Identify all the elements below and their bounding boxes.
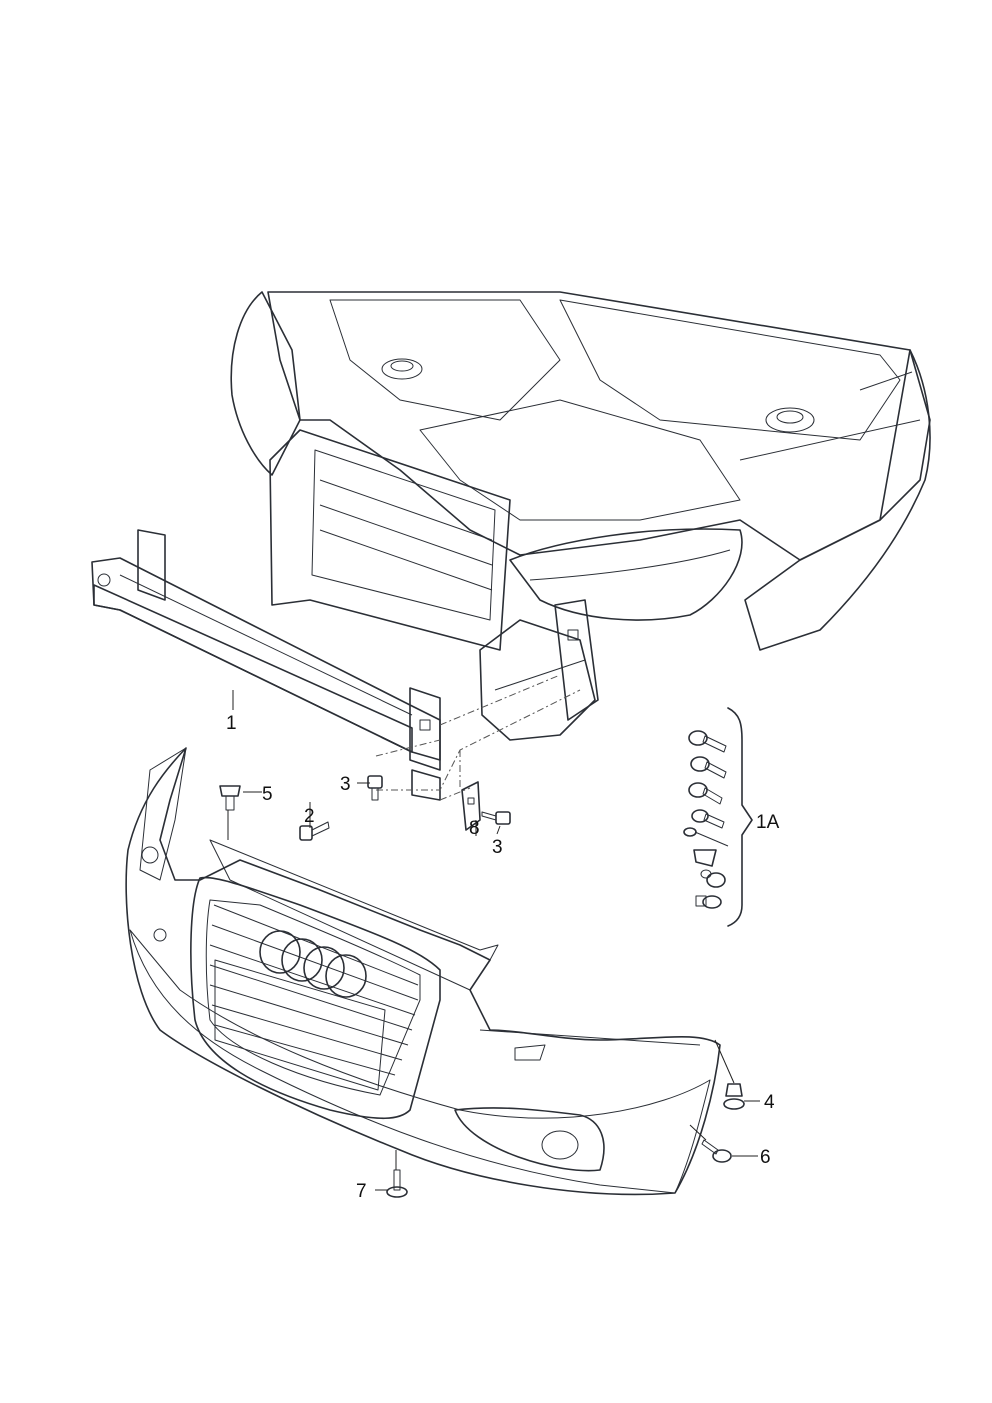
headlight: [509, 528, 743, 621]
clip-icon: [723, 1083, 745, 1110]
callouts: 1 1A 2 3 3 4 5 6 7 8: [226, 713, 780, 1202]
grille-bars: [209, 904, 419, 1076]
screw-icon: [683, 827, 729, 847]
strut-mount-right: [765, 407, 815, 433]
strut-mount-left: [381, 358, 423, 380]
callout-5: 5: [262, 784, 273, 805]
bolt-icon: [386, 1169, 408, 1198]
vehicle-front-body: [230, 291, 931, 741]
nut-icon: [700, 869, 726, 888]
kit-bracket: [727, 707, 753, 927]
clip-icon: [695, 895, 722, 909]
clip-icon: [693, 849, 717, 867]
callout-3-upper: 3: [340, 774, 351, 795]
bolt-icon: [367, 775, 383, 801]
radiator: [269, 429, 511, 651]
bolt-icon: [688, 730, 727, 753]
callout-8: 8: [469, 818, 480, 839]
brand-rings-logo: [259, 930, 367, 998]
fog-light-pocket: [454, 1107, 605, 1172]
fastener-kit-1a: [683, 707, 753, 927]
bolt-icon: [690, 756, 727, 779]
callout-6: 6: [760, 1147, 771, 1168]
license-plate-area: [214, 959, 386, 1091]
callout-3-lower: 3: [492, 837, 503, 858]
carrier-bracket-right: [409, 687, 441, 771]
fasteners: [219, 775, 745, 1198]
right-fender: [744, 349, 931, 651]
mounting-flange: [554, 599, 599, 721]
callout-7: 7: [356, 1181, 367, 1202]
engine-bay: [267, 291, 931, 561]
crash-box: [479, 619, 596, 741]
callout-1a: 1A: [756, 812, 780, 833]
alignment-lines: [375, 674, 581, 801]
bolt-icon: [688, 782, 723, 805]
left-fender: [230, 291, 301, 476]
bumper-carrier: [91, 529, 441, 801]
bolt-icon: [701, 1139, 732, 1163]
bracket-icon: [461, 781, 481, 831]
carrier-bracket-left: [137, 529, 166, 601]
screw-icon: [219, 785, 241, 811]
radiator-grille: [190, 876, 441, 1120]
callout-4: 4: [764, 1092, 775, 1113]
callout-2: 2: [304, 806, 315, 827]
bolt-icon: [481, 811, 511, 825]
leader-lines: [227, 690, 760, 1191]
bolt-icon: [691, 809, 725, 829]
bumper-cover: [125, 747, 721, 1196]
callout-1: 1: [226, 713, 237, 734]
bolt-icon: [299, 821, 330, 841]
